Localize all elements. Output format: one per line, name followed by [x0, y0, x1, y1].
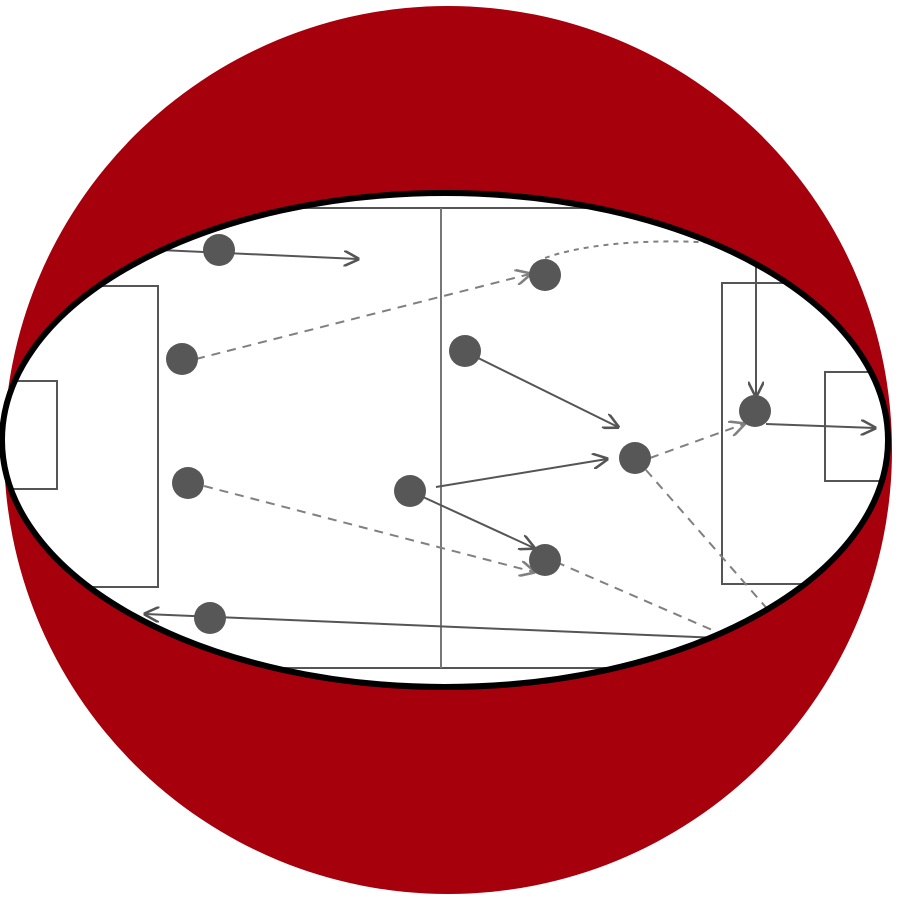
pass-arrow-solid — [145, 614, 721, 639]
player-marker — [449, 335, 481, 367]
pass-arrow-solid — [465, 351, 618, 427]
left-goal-area — [2, 380, 58, 490]
player-marker — [529, 544, 561, 576]
oval-border — [0, 190, 891, 690]
pitch-group — [2, 207, 888, 669]
player-marker — [172, 467, 204, 499]
pitch-boundary — [2, 207, 888, 669]
pass-arrow-solid — [409, 490, 534, 548]
player-marker — [394, 475, 426, 507]
pass-arrow-dashed — [649, 424, 744, 459]
player-marker — [194, 602, 226, 634]
white-oval-board — [2, 193, 888, 687]
pass-arrow-solid — [159, 249, 358, 259]
pass-arrow-solid — [765, 424, 875, 428]
player-marker — [529, 259, 561, 291]
player-marker — [166, 343, 198, 375]
player-marker — [619, 442, 651, 474]
pass-arrow-solid — [435, 459, 607, 488]
pass-arrow-dashed — [203, 485, 534, 572]
player-marker — [203, 234, 235, 266]
player-marker — [739, 395, 771, 427]
